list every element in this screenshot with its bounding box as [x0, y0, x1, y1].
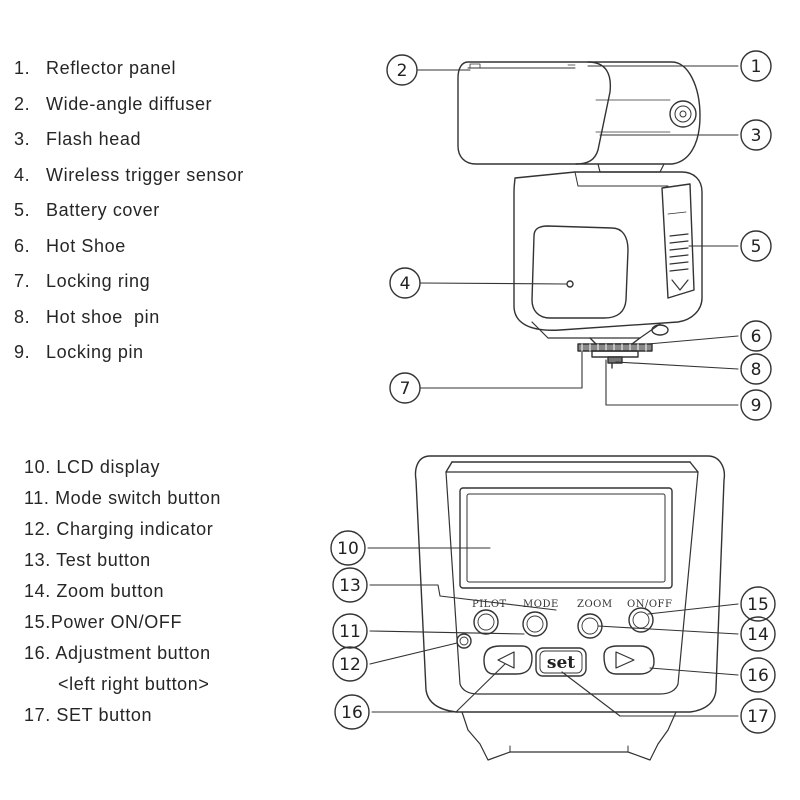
- callout-5: 5: [740, 230, 772, 262]
- callouts-bottom: 10 11 12 13 14 15 16 16 17: [330, 530, 776, 734]
- leader-lines-top: [417, 65, 739, 406]
- locking-ring: [577, 343, 653, 352]
- hot-shoe-plate: [591, 350, 639, 358]
- svg-text:2: 2: [397, 61, 408, 81]
- legend-item-locking-ring: 7.Locking ring: [14, 271, 151, 291]
- callout-14: 14: [740, 616, 776, 652]
- control-panel: PILOT MODE ZOOM ON/OFF set: [414, 455, 726, 761]
- left-adjust-button[interactable]: [483, 645, 533, 675]
- callout-15: 15: [740, 586, 776, 622]
- legend-item-hot-shoe-pin: 8.Hot shoe pin: [14, 306, 160, 327]
- hot-shoe-pin: [607, 356, 623, 364]
- flash-side-view: [457, 61, 703, 369]
- battery-cover: [661, 183, 695, 299]
- power-onoff-button[interactable]: [628, 607, 654, 633]
- legend-item-locking-pin: 9.Locking pin: [14, 342, 144, 362]
- legend-item-reflector-panel: 1.Reflector panel: [14, 58, 177, 78]
- legend-item-wireless-trigger-sensor: 4.Wireless trigger sensor: [14, 164, 244, 185]
- legend-item-hot-shoe: 6.Hot Shoe: [14, 235, 126, 256]
- svg-text:6: 6: [751, 327, 762, 347]
- wireless-sensor-window: [531, 225, 629, 319]
- legend-item-left-right-button: <left right button>: [58, 674, 210, 694]
- wireless-trigger-sensor: [566, 280, 574, 288]
- callouts-top: 1 2 3 4 5 6 7 8 9: [386, 50, 772, 421]
- callout-16-left: 16: [334, 694, 370, 730]
- callout-1: 1: [740, 50, 772, 82]
- legend-item-adjustment-button: 16. Adjustment button: [24, 643, 211, 663]
- callout-13: 13: [332, 567, 368, 603]
- svg-text:12: 12: [339, 655, 361, 675]
- svg-text:1: 1: [751, 57, 762, 77]
- svg-text:8: 8: [751, 360, 762, 380]
- callout-10: 10: [330, 530, 366, 566]
- set-button-label: set: [547, 653, 575, 673]
- callout-16-right: 16: [740, 657, 776, 693]
- callout-17: 17: [740, 698, 776, 734]
- svg-text:17: 17: [747, 707, 769, 727]
- legend-item-charging-indicator: 12. Charging indicator: [24, 519, 214, 539]
- legend-item-battery-cover: 5.Battery cover: [14, 200, 160, 220]
- svg-text:9: 9: [751, 396, 762, 416]
- callout-4: 4: [389, 267, 421, 299]
- legend-item-lcd-display: 10. LCD display: [24, 457, 161, 477]
- svg-text:15: 15: [747, 595, 769, 615]
- legend-item-flash-head: 3.Flash head: [14, 129, 142, 149]
- legend-item-set-button: 17. SET button: [24, 705, 153, 725]
- callout-7: 7: [389, 372, 421, 404]
- lcd-display: [459, 487, 673, 589]
- callout-9: 9: [740, 389, 772, 421]
- legend-item-zoom-button: 14. Zoom button: [24, 581, 165, 601]
- legend-item-wide-angle-diffuser: 2.Wide-angle diffuser: [14, 93, 213, 114]
- flash-head: [457, 61, 701, 165]
- callout-11: 11: [332, 613, 368, 649]
- right-adjust-button[interactable]: [603, 645, 655, 675]
- parts-legend-top: 1.Reflector panel 2.Wide-angle diffuser …: [14, 56, 244, 376]
- legend-item-power-onoff: 15.Power ON/OFF: [24, 612, 183, 632]
- charging-indicator: [456, 633, 472, 649]
- legend-item-mode-switch-button: 11. Mode switch button: [24, 488, 221, 508]
- controls-legend-bottom: 10. LCD display 11. Mode switch button 1…: [24, 455, 221, 734]
- svg-text:5: 5: [751, 237, 762, 257]
- test-button[interactable]: [473, 609, 499, 635]
- mode-switch-button[interactable]: [522, 611, 548, 637]
- zoom-label: ZOOM: [577, 599, 613, 610]
- hot-shoe-mount: [577, 337, 653, 369]
- reflector-panel-tab: [469, 63, 481, 69]
- callout-6: 6: [740, 320, 772, 352]
- callout-12: 12: [332, 646, 368, 682]
- callout-3: 3: [740, 119, 772, 151]
- callout-2: 2: [386, 54, 418, 86]
- svg-text:3: 3: [751, 126, 762, 146]
- svg-text:10: 10: [337, 539, 359, 559]
- svg-text:16: 16: [341, 703, 363, 723]
- tilt-knob-outer: [669, 100, 697, 128]
- callout-8: 8: [740, 353, 772, 385]
- legend-item-test-button: 13. Test button: [24, 550, 151, 570]
- onoff-label: ON/OFF: [627, 599, 672, 610]
- pilot-label: PILOT: [472, 599, 507, 610]
- svg-text:13: 13: [339, 576, 361, 596]
- mode-label: MODE: [523, 599, 559, 610]
- svg-text:11: 11: [339, 622, 361, 642]
- svg-text:4: 4: [400, 274, 411, 294]
- flash-body: [513, 171, 703, 339]
- svg-text:14: 14: [747, 625, 769, 645]
- svg-text:16: 16: [747, 666, 769, 686]
- set-button[interactable]: [535, 647, 587, 677]
- leader-lines-bottom: [367, 547, 739, 717]
- svg-text:7: 7: [400, 379, 411, 399]
